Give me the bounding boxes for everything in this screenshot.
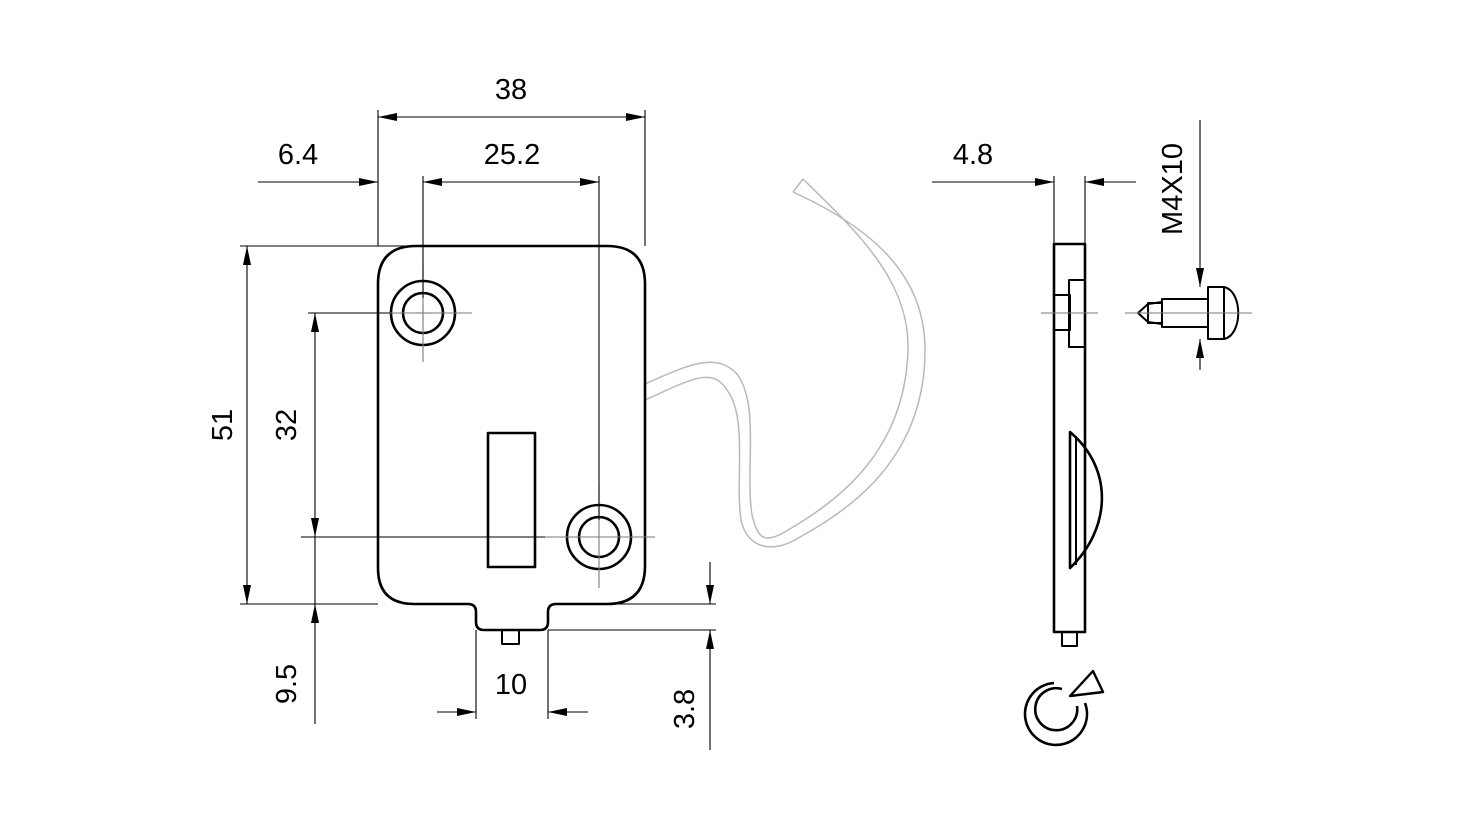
dim-tab-width: 10 (495, 669, 527, 701)
front-view (368, 244, 655, 645)
dim-screw-spec: M4X10 (1157, 143, 1189, 235)
dim-overall-height: 51 (207, 409, 239, 441)
dim-tab-offset: 9.5 (271, 664, 303, 704)
cable (644, 178, 926, 548)
side-view (1041, 242, 1104, 647)
dim-hole-spacing-x: 25.2 (484, 139, 540, 171)
center-lines (368, 262, 655, 588)
screw-m4x10 (1125, 120, 1252, 370)
rotate-view-icon (1023, 669, 1105, 747)
side-dimension (932, 176, 1136, 244)
connector-pin (501, 629, 520, 645)
dim-hole-offset: 6.4 (278, 139, 318, 171)
dim-hole-spacing-y: 32 (271, 409, 303, 441)
plate-outline (376, 244, 647, 632)
dimension-labels: 38 6.4 25.2 4.8 10 51 32 9.5 3.8 M4X10 (207, 74, 1189, 729)
dim-tab-height: 3.8 (669, 689, 701, 729)
side-pin (1061, 631, 1078, 647)
dim-overall-width: 38 (495, 74, 527, 106)
dimension-lines (240, 110, 716, 750)
dim-side-thickness: 4.8 (953, 139, 993, 171)
sensor-window (486, 431, 537, 569)
